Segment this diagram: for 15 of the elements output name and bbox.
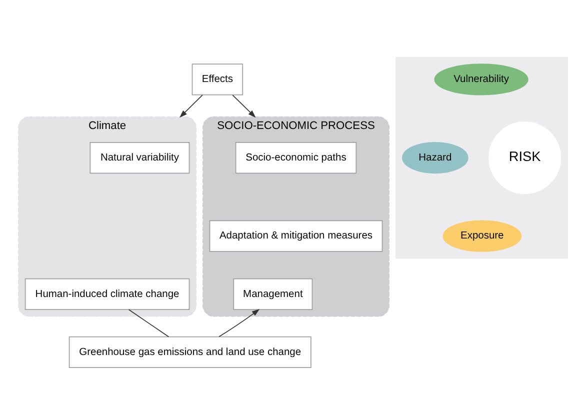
node-box: Natural variability	[90, 142, 190, 174]
node-ellipse: Exposure	[442, 220, 522, 252]
cluster	[395, 56, 568, 259]
arrow	[232, 94, 256, 118]
node-ellipse: Vulnerability	[434, 64, 528, 96]
node-box: Management	[233, 278, 313, 310]
connector	[128, 309, 170, 338]
arrow	[180, 94, 203, 118]
node-box: Greenhouse gas emissions and land use change	[68, 336, 312, 368]
arrow	[218, 309, 260, 338]
node-box: Effects	[192, 64, 244, 96]
node-box: Human-induced climate change	[24, 278, 190, 310]
node-box: Socio-economic paths	[235, 142, 357, 174]
node-ellipse: Hazard	[402, 142, 468, 174]
node-box: Adaptation & mitigation measures	[209, 220, 383, 252]
